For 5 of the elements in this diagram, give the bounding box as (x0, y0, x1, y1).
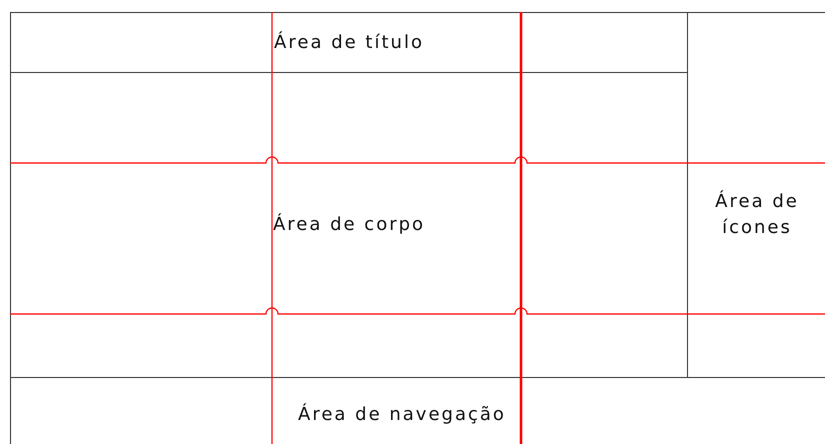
area-label: Área de navegação (298, 402, 506, 427)
area-label: Área de título (274, 30, 424, 54)
area-label: Área de corpo (272, 212, 426, 237)
layout-area (10, 12, 688, 73)
area-label: Área de ícones (714, 189, 800, 240)
